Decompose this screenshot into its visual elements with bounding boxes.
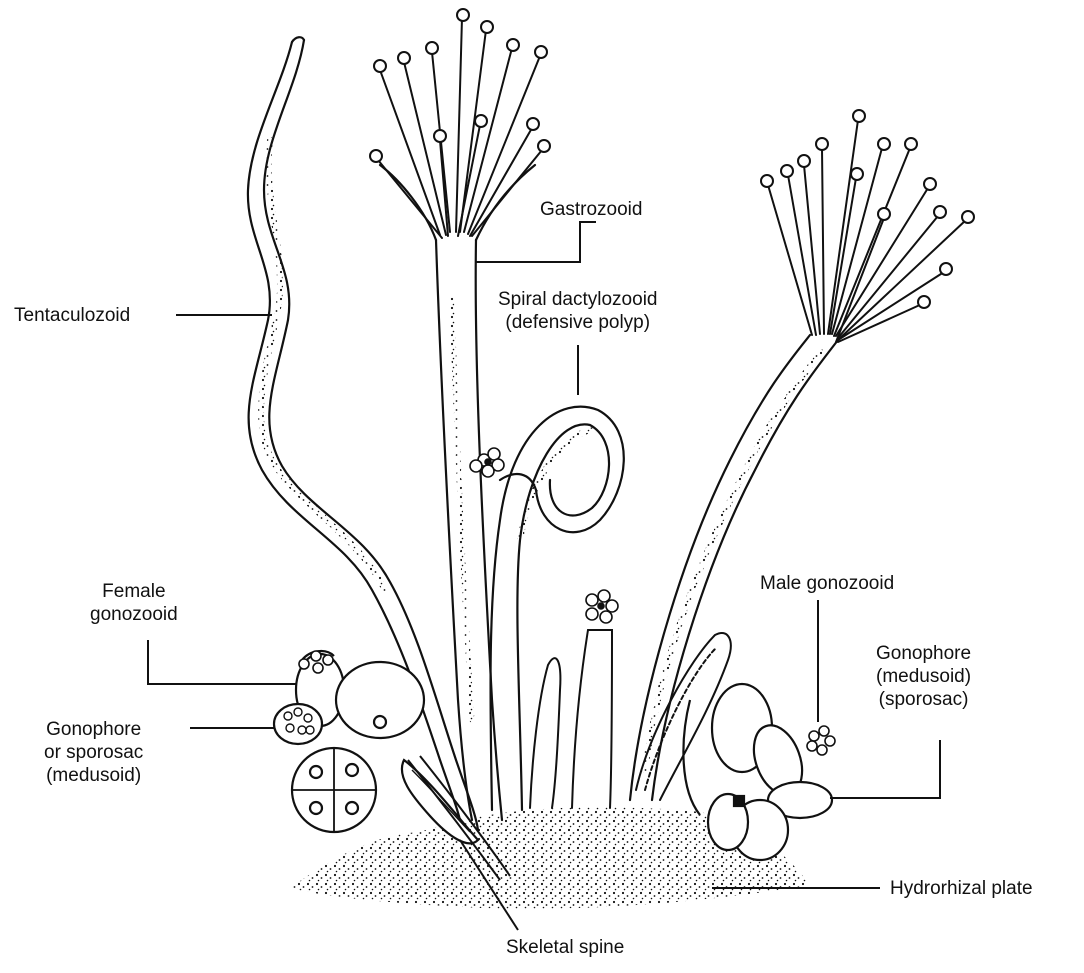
label-gonophore-left-line2: or sporosac <box>44 741 143 764</box>
label-male-gonozooid: Male gonozooid <box>760 572 894 595</box>
label-tentaculozoid: Tentaculozoid <box>14 304 130 327</box>
label-female-gonozooid-line2: gonozooid <box>90 603 178 626</box>
label-female-gonozooid-line1: Female <box>90 580 178 603</box>
label-gonophore-right-line3: (sporosac) <box>876 688 971 711</box>
label-gonophore-right: Gonophore (medusoid) (sporosac) <box>876 642 971 711</box>
label-female-gonozooid: Female gonozooid <box>90 580 178 626</box>
label-spiral-dactylozooid: Spiral dactylozooid (defensive polyp) <box>498 288 657 334</box>
label-gonophore-left-line1: Gonophore <box>44 718 143 741</box>
label-gonophore-right-line1: Gonophore <box>876 642 971 665</box>
label-gonophore-left: Gonophore or sporosac (medusoid) <box>44 718 143 787</box>
label-spiral-dactylozooid-line1: Spiral dactylozooid <box>498 288 657 311</box>
label-gastrozooid: Gastrozooid <box>540 198 642 221</box>
label-gonophore-right-line2: (medusoid) <box>876 665 971 688</box>
label-skeletal-spine: Skeletal spine <box>506 936 624 959</box>
label-gonophore-left-line3: (medusoid) <box>44 764 143 787</box>
label-hydrorhizal-plate: Hydrorhizal plate <box>890 877 1033 900</box>
label-spiral-dactylozooid-line2: (defensive polyp) <box>498 311 657 334</box>
